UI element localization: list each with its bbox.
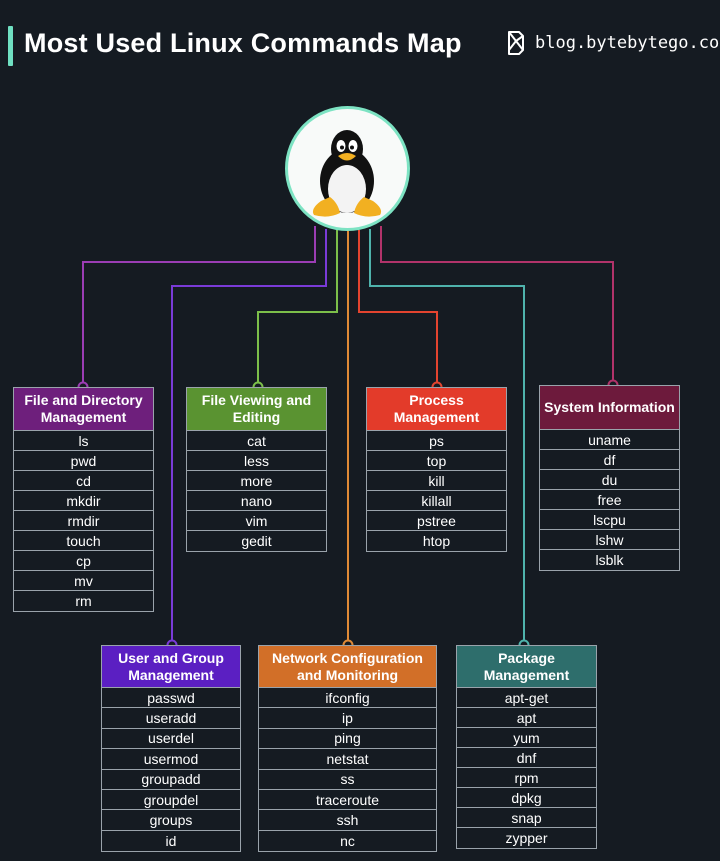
command-item: apt — [457, 708, 596, 728]
connector-user — [171, 229, 327, 645]
category-title: Process Management — [367, 388, 506, 431]
command-item: groups — [102, 810, 240, 831]
command-item: nc — [340, 832, 355, 849]
page-title: Most Used Linux Commands Map — [24, 28, 462, 58]
command-item: ls — [14, 431, 153, 451]
command-item: ss — [259, 770, 436, 790]
command-item: usermod — [102, 749, 240, 770]
command-item: netstat — [259, 749, 436, 770]
command-item: top — [367, 451, 506, 471]
command-item: dpkg — [457, 788, 596, 808]
category-title: File Viewing and Editing — [187, 388, 326, 431]
command-item: cp — [14, 551, 153, 571]
command-item: nano — [187, 491, 326, 511]
command-item: mkdir — [14, 491, 153, 511]
category-title: User and Group Management — [102, 646, 240, 688]
command-item: rm — [75, 593, 92, 609]
command-item: df — [540, 450, 679, 470]
connector-viewing — [257, 230, 338, 387]
category-title: Network Configuration and Monitoring — [259, 646, 436, 688]
command-item: ps — [367, 431, 506, 451]
connector-process — [358, 230, 438, 387]
category-title: File and Directory Management — [14, 388, 153, 431]
command-item: rpm — [457, 768, 596, 788]
command-item: dnf — [457, 748, 596, 768]
command-item: lshw — [540, 530, 679, 550]
brand: blog.bytebytego.com — [505, 30, 720, 56]
command-item: htop — [422, 533, 451, 549]
command-item: ping — [259, 729, 436, 750]
command-item: groupdel — [102, 790, 240, 811]
command-item: ip — [259, 708, 436, 729]
connector-system — [380, 226, 614, 385]
command-item: kill — [367, 471, 506, 491]
command-item: touch — [14, 531, 153, 551]
command-item: uname — [540, 430, 679, 450]
command-item: gedit — [241, 533, 272, 549]
connector-package — [369, 229, 525, 645]
linux-tux-penguin-icon — [312, 130, 382, 217]
command-item: zypper — [505, 830, 548, 846]
command-item: passwd — [102, 688, 240, 709]
brand-url: blog.bytebytego.com — [535, 33, 720, 53]
command-item: mv — [14, 571, 153, 591]
category-title: Package Management — [457, 646, 596, 688]
command-item: rmdir — [14, 511, 153, 531]
command-item: groupadd — [102, 770, 240, 790]
command-item: cd — [14, 471, 153, 491]
bytebytego-logo-icon — [508, 31, 524, 55]
command-item: ifconfig — [259, 688, 436, 709]
command-item: apt-get — [457, 688, 596, 708]
command-item: pwd — [14, 451, 153, 471]
title-accent-bar — [8, 26, 13, 66]
command-item: lsblk — [595, 552, 624, 568]
command-item: vim — [187, 511, 326, 531]
command-item: free — [540, 490, 679, 510]
command-item: ssh — [259, 810, 436, 831]
connector-file — [82, 226, 316, 387]
command-item: less — [187, 451, 326, 471]
command-item: userdel — [102, 729, 240, 750]
command-item: id — [165, 832, 177, 849]
command-item: lscpu — [540, 510, 679, 530]
linux-hub — [285, 106, 410, 231]
command-item: more — [187, 471, 326, 491]
command-item: cat — [187, 431, 326, 451]
command-item: snap — [457, 808, 596, 828]
command-item: yum — [457, 728, 596, 748]
command-item: killall — [367, 491, 506, 511]
category-title: System Information — [540, 386, 679, 430]
command-item: useradd — [102, 708, 240, 729]
command-item: du — [540, 470, 679, 490]
command-item: traceroute — [259, 790, 436, 811]
command-item: pstree — [367, 511, 506, 531]
